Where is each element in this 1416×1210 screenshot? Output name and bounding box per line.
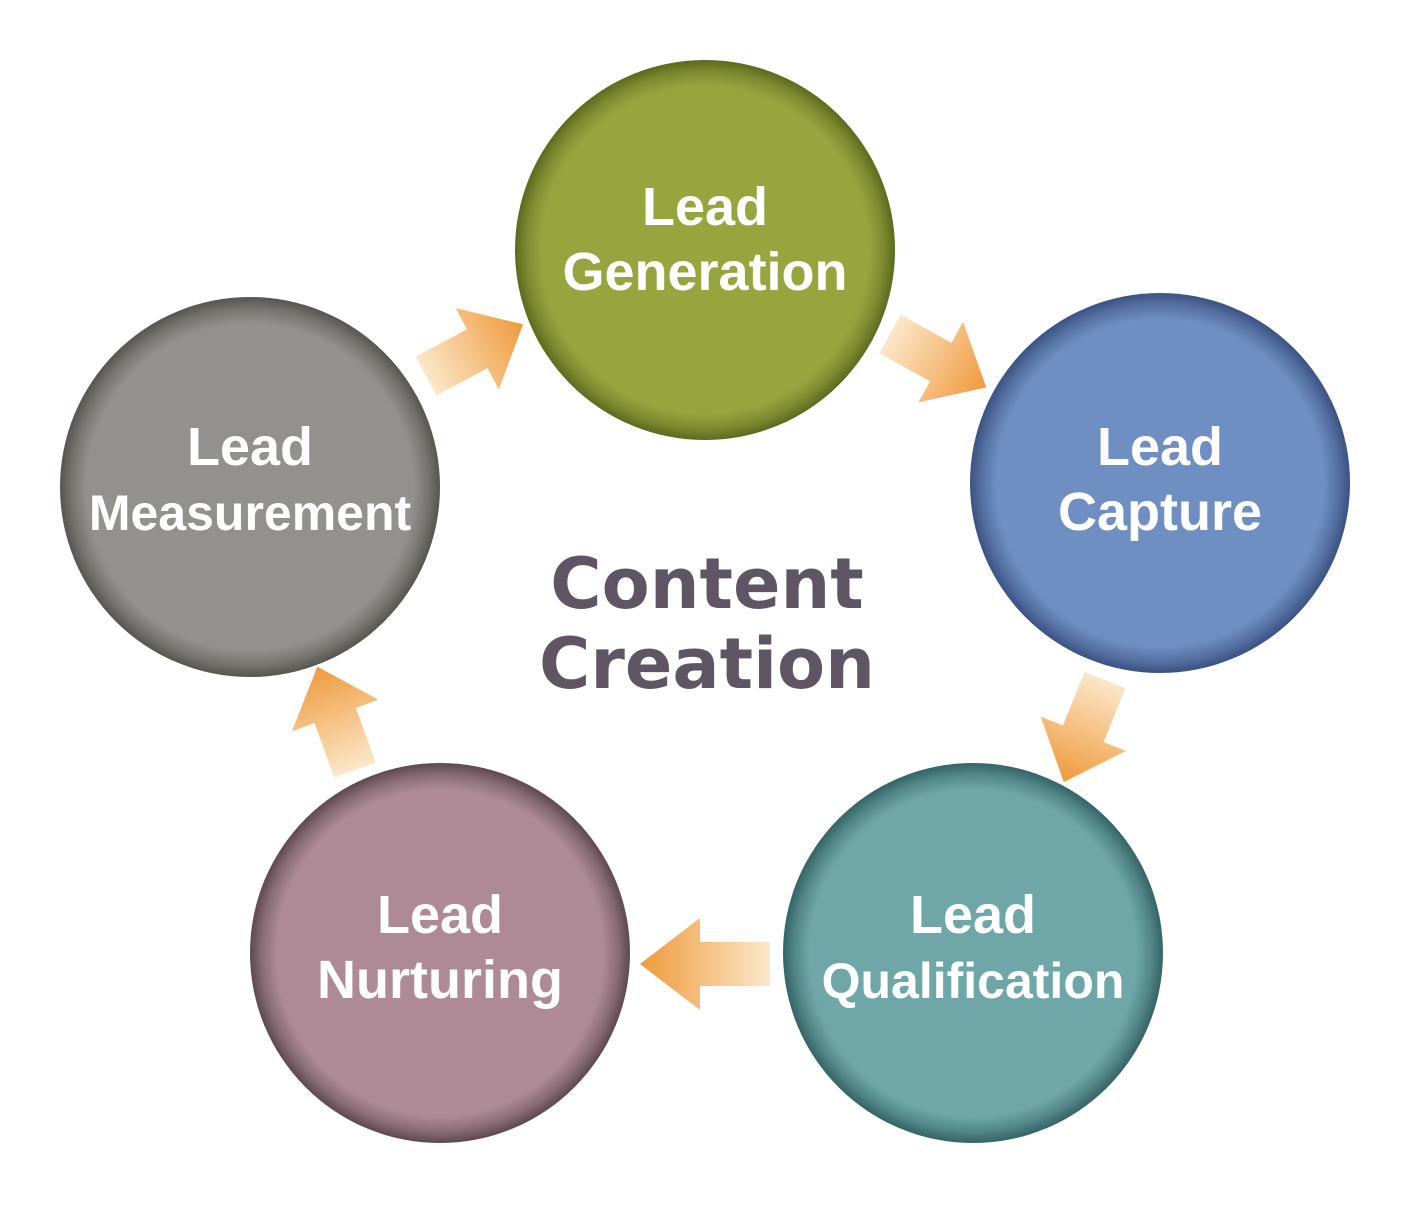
arrow-generation-to-capture <box>879 314 987 403</box>
node-lead-capture: Lead Capture <box>970 293 1350 673</box>
node-label-line1: Lead <box>187 417 313 477</box>
arrow-nurturing-to-measurement <box>291 666 379 778</box>
node-circle <box>60 297 440 677</box>
node-label-line2: Qualification <box>822 953 1125 1009</box>
arrow-shape <box>640 918 770 1010</box>
arrow-qualification-to-nurturing <box>640 918 770 1010</box>
node-label-line2: Generation <box>562 242 847 302</box>
center-label: Content Creation <box>539 543 875 705</box>
node-label-line1: Lead <box>1097 417 1223 477</box>
node-label-line1: Lead <box>377 885 503 945</box>
center-label-line2: Creation <box>539 623 875 705</box>
node-label-line2: Capture <box>1058 482 1262 542</box>
node-label-line1: Lead <box>642 177 768 237</box>
node-circle <box>250 763 630 1143</box>
node-circle <box>970 293 1350 673</box>
arrow-shape <box>879 314 987 403</box>
arrow-shape <box>291 666 379 778</box>
node-circle <box>515 60 895 440</box>
node-lead-measurement: Lead Measurement <box>60 297 440 677</box>
arrow-capture-to-qualification <box>1040 671 1126 782</box>
arrow-shape <box>1040 671 1126 782</box>
node-label-line2: Measurement <box>89 485 412 541</box>
node-label-line2: Nurturing <box>317 950 563 1010</box>
node-lead-nurturing: Lead Nurturing <box>250 763 630 1143</box>
center-label-line1: Content <box>550 543 864 625</box>
node-circle <box>783 763 1163 1143</box>
arrows <box>291 308 1126 1010</box>
arrow-measurement-to-generation <box>415 308 524 396</box>
node-lead-generation: Lead Generation <box>515 60 895 440</box>
arrow-shape <box>415 308 524 396</box>
node-label-line1: Lead <box>910 885 1036 945</box>
node-lead-qualification: Lead Qualification <box>783 763 1163 1143</box>
